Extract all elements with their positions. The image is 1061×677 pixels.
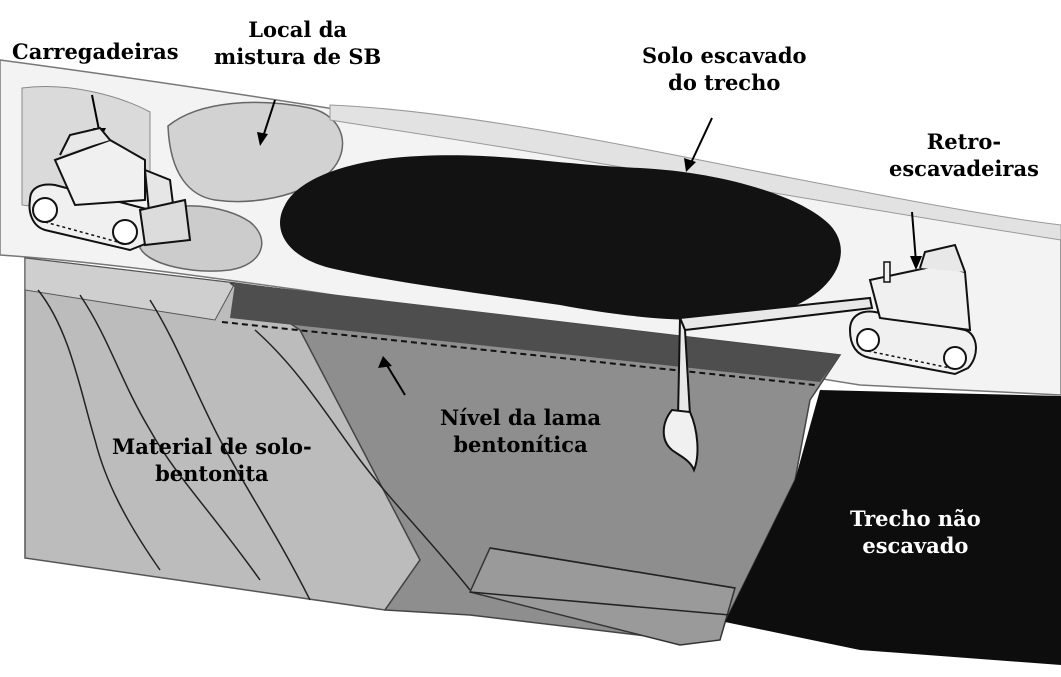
arrow-excavated-soil — [690, 118, 712, 165]
label-slurry-level: Nível da lama bentonítica — [440, 404, 601, 459]
label-mix-site: Local da mistura de SB — [214, 16, 381, 71]
label-sb-material: Material de solo- bentonita — [112, 433, 312, 488]
label-loaders: Carregadeiras — [12, 38, 179, 65]
label-excavated-soil: Solo escavado do trecho — [642, 42, 807, 97]
label-backhoes: Retro- escavadeiras — [889, 128, 1039, 183]
label-unexcavated: Trecho não escavado — [850, 505, 981, 560]
